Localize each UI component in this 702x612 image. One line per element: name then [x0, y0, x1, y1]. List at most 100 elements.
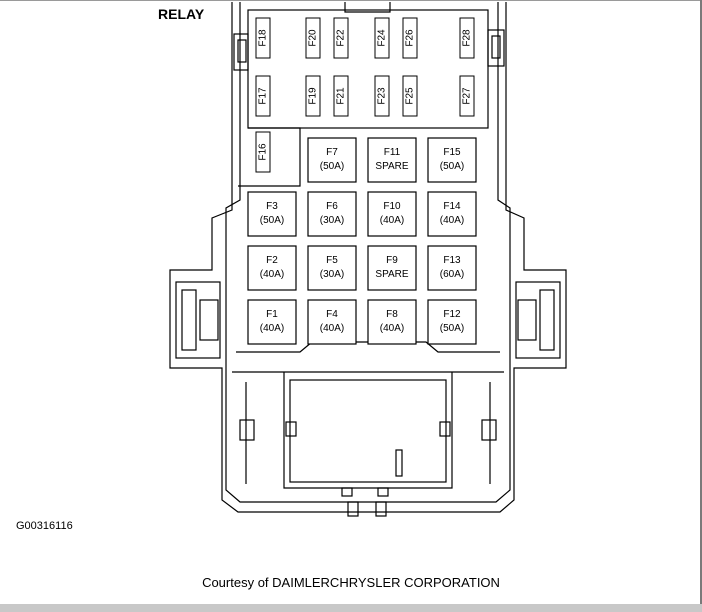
large-fuse-id: F4	[326, 309, 338, 320]
large-fuse-body	[307, 299, 357, 345]
small-fuse-f22: F22	[333, 17, 349, 59]
relay-label: RELAY	[158, 6, 205, 22]
small-fuse-body	[402, 75, 418, 117]
large-fuse-rating: (40A)	[260, 269, 284, 280]
large-fuse-f15: F15(50A)	[427, 137, 477, 183]
large-fuse-rating: (50A)	[440, 323, 464, 334]
small-fuse-body	[255, 17, 271, 59]
small-fuse-label: F21	[336, 87, 347, 105]
large-fuse-rating: (30A)	[320, 215, 344, 226]
large-fuse-rating: (50A)	[260, 215, 284, 226]
small-fuse-label: F24	[377, 29, 388, 47]
small-fuse-body	[459, 17, 475, 59]
large-fuse-body	[427, 299, 477, 345]
small-fuse-f28: F28	[459, 17, 475, 59]
small-fuse-label: F16	[258, 143, 269, 161]
small-fuse-label: F17	[258, 87, 269, 105]
small-fuse-label: F25	[405, 87, 416, 105]
large-fuse-f12: F12 (50A)	[427, 299, 477, 345]
large-fuse-body	[427, 137, 477, 183]
small-fuse-f16: F16	[255, 131, 271, 173]
large-fuse-id: F12	[443, 309, 461, 320]
large-fuse-rating: (50A)	[440, 161, 464, 172]
large-fuse-id: F14	[443, 201, 461, 212]
large-fuse-rating: (30A)	[320, 269, 344, 280]
large-fuse-f7: F7 (50A)	[307, 137, 357, 183]
small-fuse-body	[333, 17, 349, 59]
small-fuse-body	[374, 17, 390, 59]
large-fuse-f2: F2 (40A)	[247, 245, 297, 291]
small-fuse-label: F23	[377, 87, 388, 105]
large-fuse-body	[367, 191, 417, 237]
large-fuse-id: F9	[386, 255, 398, 266]
small-fuse-label: F28	[462, 29, 473, 47]
large-fuse-f3: F3 (50A)	[247, 191, 297, 237]
large-fuse-rating: (40A)	[320, 323, 344, 334]
large-fuse-f8: F8 (40A)	[367, 299, 417, 345]
small-fuse-label: F19	[308, 87, 319, 105]
small-fuse-body	[255, 131, 271, 173]
large-fuse-id: F13	[443, 255, 461, 266]
small-fuse-f23: F23	[374, 75, 390, 117]
large-fuse-id: F6	[326, 201, 338, 212]
small-fuse-label: F26	[405, 29, 416, 47]
small-fuse-f26: F26	[402, 17, 418, 59]
large-fuse-group: F7(50A)F11SPAREF15(50A)F3(50A)F6(30A)F10…	[247, 137, 477, 345]
small-fuse-body	[255, 75, 271, 117]
large-fuse-id: F5	[326, 255, 338, 266]
large-fuse-body	[307, 137, 357, 183]
large-fuse-rating: (40A)	[380, 323, 404, 334]
large-fuse-id: F1	[266, 309, 278, 320]
small-fuse-body	[305, 75, 321, 117]
large-fuse-body	[247, 245, 297, 291]
large-fuse-rating: (40A)	[380, 215, 404, 226]
small-fuse-label: F22	[336, 29, 347, 47]
small-fuse-f17: F17	[255, 75, 271, 117]
large-fuse-rating: (40A)	[440, 215, 464, 226]
small-fuse-label: F27	[462, 87, 473, 105]
courtesy-caption: Courtesy of DAIMLERCHRYSLER CORPORATION	[202, 575, 500, 590]
bottom-scroll-strip	[0, 604, 702, 612]
small-fuse-body	[374, 75, 390, 117]
large-fuse-rating: (40A)	[260, 323, 284, 334]
large-fuse-id: F2	[266, 255, 278, 266]
large-fuse-f6: F6 (30A)	[307, 191, 357, 237]
small-fuse-f27: F27	[459, 75, 475, 117]
small-fuse-f20: F20	[305, 17, 321, 59]
small-fuse-f25: F25	[402, 75, 418, 117]
large-fuse-rating: SPARE	[375, 161, 408, 172]
large-fuse-f5: F5 (30A)	[307, 245, 357, 291]
large-fuse-body	[427, 245, 477, 291]
large-fuse-body	[367, 245, 417, 291]
small-fuse-f18: F18	[255, 17, 271, 59]
large-fuse-body	[247, 191, 297, 237]
large-fuse-body	[307, 191, 357, 237]
large-fuse-rating: SPARE	[375, 269, 408, 280]
large-fuse-f13: F13 (60A)	[427, 245, 477, 291]
large-fuse-id: F7	[326, 147, 338, 158]
small-fuse-f19: F19	[305, 75, 321, 117]
large-fuse-id: F3	[266, 201, 278, 212]
large-fuse-f4: F4 (40A)	[307, 299, 357, 345]
small-fuse-label: F18	[258, 29, 269, 47]
small-fuse-label: F20	[308, 29, 319, 47]
large-fuse-body	[367, 137, 417, 183]
large-fuse-id: F11	[384, 147, 401, 158]
large-fuse-body	[367, 299, 417, 345]
large-fuse-body	[247, 299, 297, 345]
small-fuse-body	[333, 75, 349, 117]
small-fuse-body	[402, 17, 418, 59]
figure-id: G00316116	[16, 520, 73, 532]
large-fuse-id: F8	[386, 309, 398, 320]
large-fuse-body	[427, 191, 477, 237]
housing-outline	[169, 2, 567, 517]
large-fuse-f10: F10(40A)	[367, 191, 417, 237]
large-fuse-rating: (50A)	[320, 161, 344, 172]
top-border	[0, 0, 702, 1]
small-fuse-f21: F21	[333, 75, 349, 117]
large-fuse-rating: (60A)	[440, 269, 464, 280]
